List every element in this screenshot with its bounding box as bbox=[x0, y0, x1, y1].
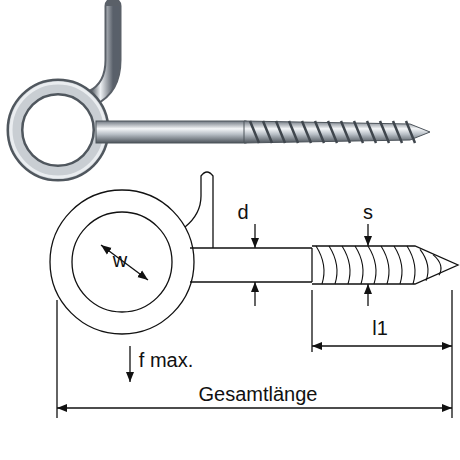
dimension-label: Gesamtlänge bbox=[197, 383, 320, 405]
dimension-label: w bbox=[111, 249, 129, 271]
dimension-label: d bbox=[235, 201, 250, 223]
hook-photo bbox=[11, 6, 430, 177]
dimension-label: l1 bbox=[370, 317, 390, 339]
hook-drawing bbox=[50, 172, 458, 418]
dimension-label: s bbox=[361, 201, 375, 223]
dimension-label: f max. bbox=[137, 349, 195, 371]
